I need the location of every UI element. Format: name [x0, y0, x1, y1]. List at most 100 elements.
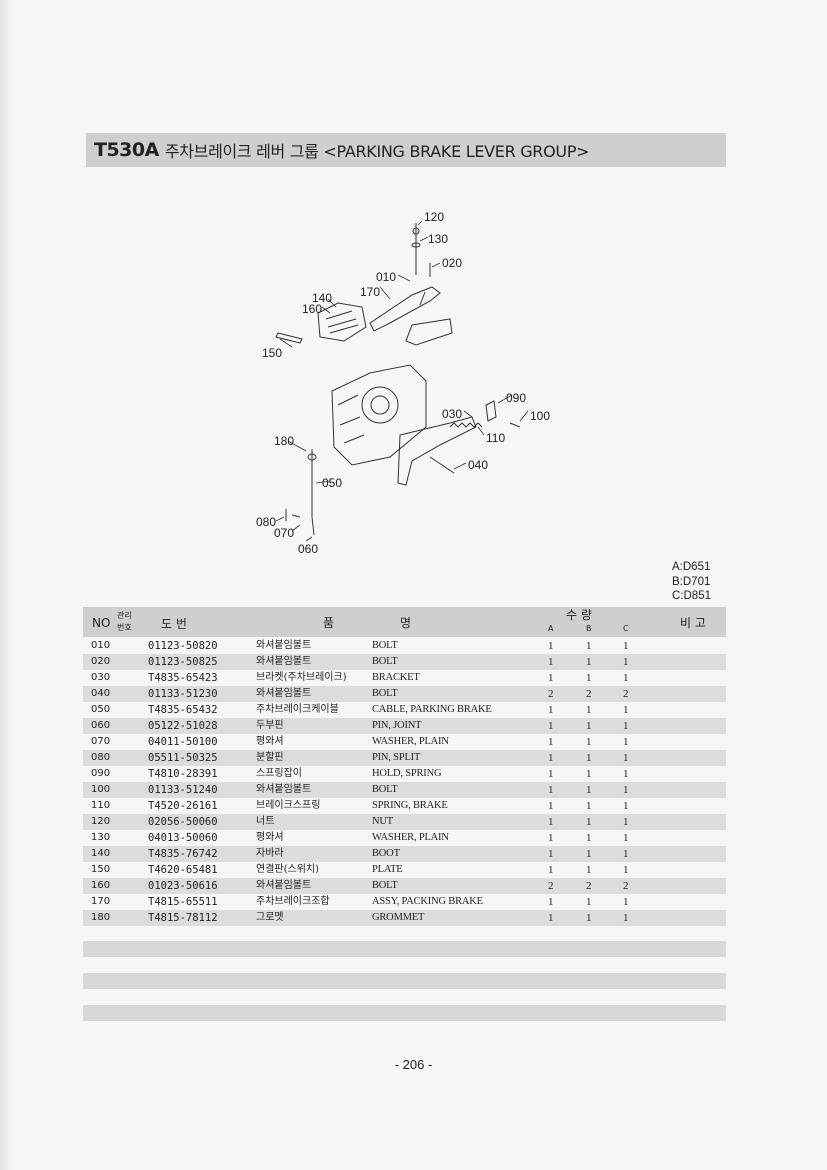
housing-bore-shape — [361, 386, 399, 424]
cell-no: 120 — [91, 816, 111, 827]
cell-qty-b: 1 — [586, 816, 592, 828]
cell-qty-c: 2 — [623, 688, 629, 700]
cell-qty-b: 1 — [586, 784, 592, 796]
cell-name-en: HOLD, SPRING — [372, 768, 442, 779]
callout-140: 140 — [312, 291, 332, 305]
cell-qty-c: 1 — [623, 704, 629, 716]
cell-qty-a: 1 — [548, 672, 554, 684]
callout-090: 090 — [506, 391, 526, 405]
cell-qty-b: 2 — [586, 880, 592, 892]
cell-qty-c: 1 — [623, 672, 629, 684]
joint-pin-060-shape — [311, 516, 315, 536]
cell-name-kr: 너트 — [256, 816, 275, 827]
cell-part-no: T4835-76742 — [148, 848, 218, 860]
cell-qty-b: 1 — [586, 800, 592, 812]
cell-name-kr: 와셔붙임볼트 — [256, 784, 312, 795]
cell-qty-b: 1 — [586, 656, 592, 668]
callout-050: 050 — [322, 476, 342, 490]
cell-no: 060 — [91, 720, 111, 731]
table-row: 160 01023-50616 와셔붙임볼트 BOLT 2 2 2 — [83, 878, 726, 894]
cell-name-kr: 두부핀 — [256, 720, 284, 731]
boot-ribs — [325, 310, 359, 334]
callout-010: 010 — [376, 270, 396, 284]
table-row: 120 02056-50060 너트 NUT 1 1 1 — [83, 814, 726, 830]
cell-name-en: GROMMET — [372, 912, 425, 923]
header-qty: 수 량 — [566, 608, 592, 622]
cell-qty-a: 1 — [548, 832, 554, 844]
cell-part-no: T4815-78112 — [148, 912, 218, 924]
header-part-no: 도 번 — [161, 617, 187, 631]
table-row: 100 01133-51240 와셔붙임볼트 BOLT 1 1 1 — [83, 782, 726, 798]
cell-qty-c: 1 — [623, 784, 629, 796]
leader-lines — [275, 220, 529, 542]
cell-name-kr: 와셔붙임볼트 — [256, 640, 312, 651]
nut-120-shape — [412, 227, 420, 235]
empty-row-band — [83, 941, 726, 957]
cell-part-no: 05122-51028 — [148, 720, 218, 732]
bolt-010-line — [419, 291, 426, 306]
upper-bracket-shape — [405, 318, 453, 346]
cell-qty-a: 2 — [548, 880, 554, 892]
cell-qty-a: 2 — [548, 688, 554, 700]
cell-part-no: 01133-51230 — [148, 688, 218, 700]
table-row: 070 04011-50100 평와셔 WASHER, PLAIN 1 1 1 — [83, 734, 726, 750]
cell-part-no: T4620-65481 — [148, 864, 218, 876]
cell-no: 080 — [91, 752, 111, 763]
cell-part-no: 04013-50060 — [148, 832, 218, 844]
cell-qty-a: 1 — [548, 656, 554, 668]
cell-no: 100 — [91, 784, 111, 795]
header-remarks: 비 고 — [680, 616, 706, 630]
cell-no: 130 — [91, 832, 111, 843]
cell-name-kr: 자바라 — [256, 848, 284, 859]
cell-qty-a: 1 — [548, 848, 554, 860]
cell-no: 070 — [91, 736, 111, 747]
cell-qty-a: 1 — [548, 864, 554, 876]
header-no: NO — [92, 616, 111, 630]
callout-060: 060 — [298, 542, 318, 556]
model-legend-c: C:D851 — [672, 590, 711, 602]
cell-part-no: T4810-28391 — [148, 768, 218, 780]
cell-qty-c: 1 — [623, 912, 629, 924]
cell-qty-c: 1 — [623, 896, 629, 908]
cell-name-kr: 연결판(스위치) — [256, 864, 320, 875]
cell-name-en: BOOT — [372, 848, 400, 859]
callout-080: 080 — [256, 515, 276, 529]
housing-inner-bore — [370, 395, 390, 415]
cell-no: 020 — [91, 656, 111, 667]
cell-qty-b: 1 — [586, 864, 592, 876]
cell-part-no: T4835-65432 — [148, 704, 218, 716]
cell-name-kr: 브레이크스프링 — [256, 800, 321, 811]
cell-name-en: PLATE — [372, 864, 403, 875]
cell-qty-b: 2 — [586, 688, 592, 700]
cell-name-en: BOLT — [372, 656, 398, 667]
cell-name-kr: 분할핀 — [256, 752, 284, 763]
housing-ribs — [337, 394, 365, 444]
cell-qty-b: 1 — [586, 720, 592, 732]
cell-name-en: BRACKET — [372, 672, 420, 683]
table-header: NO 관리 번호 도 번 품 명 수 량 A B C 비 고 — [83, 607, 726, 637]
cell-qty-c: 1 — [623, 800, 629, 812]
cell-name-en: PIN, JOINT — [372, 720, 422, 731]
washer-130-shape — [411, 242, 421, 248]
cell-no: 180 — [91, 912, 111, 923]
lever-plate-shape — [369, 286, 441, 332]
cell-qty-a: 1 — [548, 752, 554, 764]
plate-150-shape — [275, 332, 303, 344]
table-row: 050 T4835-65432 주차브레이크케이블 CABLE, PARKING… — [83, 702, 726, 718]
cell-part-no: 01133-51240 — [148, 784, 218, 796]
cell-no: 040 — [91, 688, 111, 699]
split-pin-washer-shape — [285, 509, 301, 521]
cell-qty-c: 1 — [623, 768, 629, 780]
cell-qty-b: 1 — [586, 832, 592, 844]
table-row: 060 05122-51028 두부핀 PIN, JOINT 1 1 1 — [83, 718, 726, 734]
callout-100: 100 — [530, 409, 550, 423]
cell-part-no: 05511-50325 — [148, 752, 218, 764]
cell-name-en: SPRING, BRAKE — [372, 800, 448, 811]
cell-qty-c: 2 — [623, 880, 629, 892]
cell-name-kr: 와셔붙임볼트 — [256, 656, 312, 667]
cell-name-en: NUT — [372, 816, 393, 827]
cell-qty-a: 1 — [548, 704, 554, 716]
cell-name-kr: 주차브레이크케이블 — [256, 704, 339, 715]
cell-qty-c: 1 — [623, 752, 629, 764]
header-qty-b: B — [586, 624, 592, 633]
